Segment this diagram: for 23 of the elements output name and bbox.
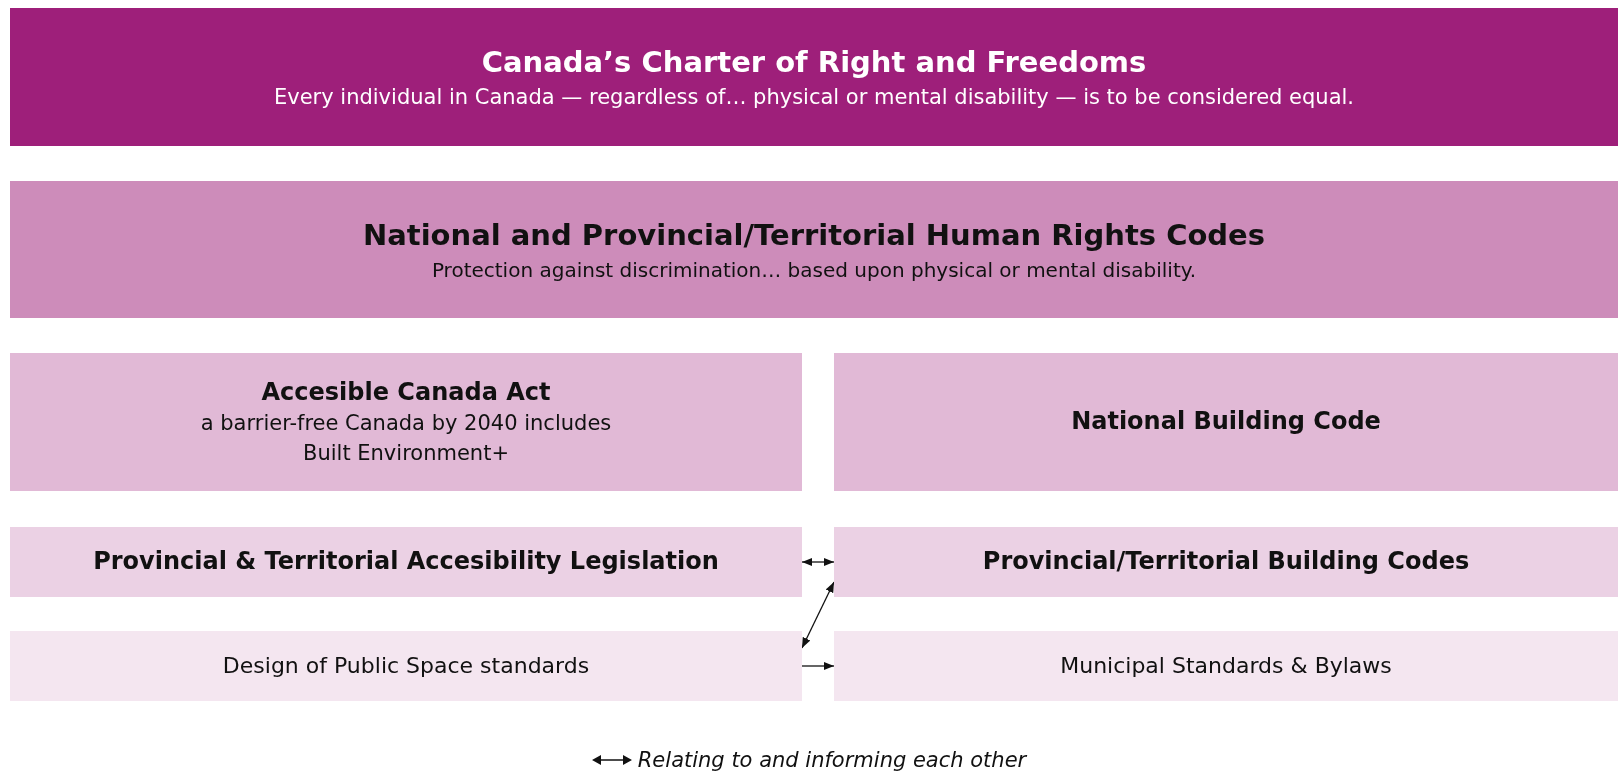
banner — [10, 8, 1618, 146]
panel — [10, 527, 802, 597]
description: Protection against discrimination… based upon physical or mental disability. — [431, 256, 1197, 284]
description: Design of Public Space standards — [222, 651, 590, 680]
description: Every individual in Canada — regardless of… physical or mental disability — is to be considered equal. — [273, 83, 1355, 111]
heading: Canada’s Charter of Right and Freedoms — [481, 44, 1147, 81]
heading: National Building Code — [1071, 406, 1381, 438]
panel — [10, 353, 802, 491]
heading: Accesible Canada Act — [261, 376, 551, 408]
banner — [10, 181, 1618, 318]
arrow — [801, 581, 835, 649]
heading: Provincial/Territorial Building Codes — [982, 546, 1470, 578]
panel — [834, 353, 1618, 491]
arrow — [801, 557, 835, 567]
description: Municipal Standards & Bylaws — [1060, 651, 1392, 680]
panel — [834, 527, 1618, 597]
panel — [834, 631, 1618, 701]
description: a barrier-free Canada by 2040 includes Built Environment+ — [199, 410, 613, 467]
heading: Provincial & Territorial Accesibility Legislation — [93, 546, 719, 578]
legend-text: Relating to and informing each other — [637, 748, 1027, 772]
panel — [10, 631, 802, 701]
arrow — [801, 661, 835, 671]
heading: National and Provincial/Territorial Human Rights Codes — [362, 217, 1266, 255]
